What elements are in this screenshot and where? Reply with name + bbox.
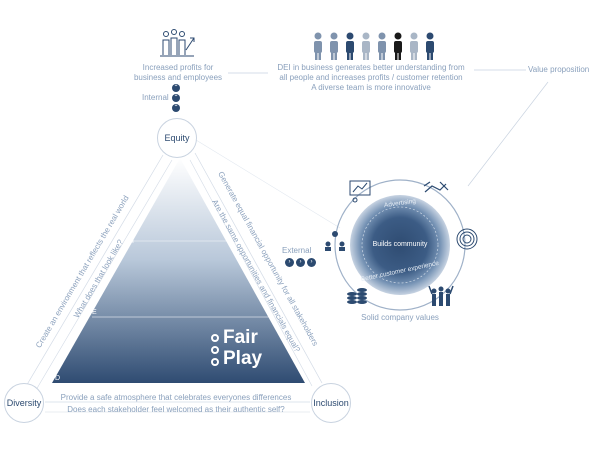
wheel-disc <box>350 195 450 295</box>
logo-play: Play <box>223 348 263 369</box>
profits-line2: business and employees <box>133 73 223 82</box>
dei-text: DEI in business generates better underst… <box>268 63 474 93</box>
equity-node: Equity <box>157 118 197 158</box>
chevron-right-icon: › <box>285 258 294 267</box>
chevron-up-icon: ⌃ <box>172 104 180 112</box>
dei-line1: DEI in business generates better underst… <box>277 63 465 72</box>
people-row-icon <box>314 32 434 60</box>
pyramid-letter-e: E <box>92 309 97 316</box>
pyramid-letter-i: I <box>132 238 134 245</box>
profits-text: Increased profits for business and emplo… <box>128 63 228 83</box>
bottom-edge-line2: Does each stakeholder feel welcomed as t… <box>67 405 285 414</box>
logo-dot-icon <box>211 346 219 354</box>
dei-line3: A diverse team is more innovative <box>311 83 431 92</box>
wheel-caption: Solid company values <box>361 313 439 322</box>
right-edge-line-inner <box>189 159 313 387</box>
left-edge-line <box>24 154 164 389</box>
wheel-outer-ring <box>334 179 466 311</box>
chevron-right-icon: › <box>296 258 305 267</box>
logo-dot-icon <box>211 334 219 342</box>
value-proposition-label: Value proposition <box>528 65 590 74</box>
right-edge-line <box>194 152 323 384</box>
fingerprint-icon <box>456 228 478 250</box>
logo-fair: Fair <box>223 327 258 348</box>
chevron-up-icon: ⌃ <box>172 94 180 102</box>
left-edge-line-inner <box>35 159 173 391</box>
handshake-icon <box>423 181 449 193</box>
fair-play-logo: Fair Play <box>211 327 281 374</box>
dei-line2: all people and increases profits / custo… <box>279 73 463 82</box>
logo-dot-icon <box>211 358 219 366</box>
external-label: External <box>282 246 312 255</box>
network-people-icon <box>325 231 345 251</box>
profits-line1: Increased profits for <box>142 63 214 72</box>
connector-equity-to-wheel <box>195 139 341 229</box>
diversity-node: Diversity <box>4 383 44 423</box>
wheel-inner-ring <box>361 206 439 284</box>
pyramid <box>52 158 305 383</box>
internal-label: Internal <box>142 93 169 102</box>
celebrating-team-icon <box>428 285 454 306</box>
analytics-icon <box>349 180 371 203</box>
team-growth-icon <box>160 29 195 57</box>
coins-icon <box>347 288 367 304</box>
bottom-edge-line1: Provide a safe atmosphere that celebrate… <box>60 393 292 402</box>
pyramid-letter-d: D <box>55 375 61 382</box>
connector-value-to-wheel <box>467 81 549 187</box>
chevron-right-icon: › <box>307 258 316 267</box>
wheel-center-text: Builds community <box>372 241 428 248</box>
inclusion-node: Inclusion <box>311 383 351 423</box>
chevron-up-icon: ⌃ <box>172 84 180 92</box>
